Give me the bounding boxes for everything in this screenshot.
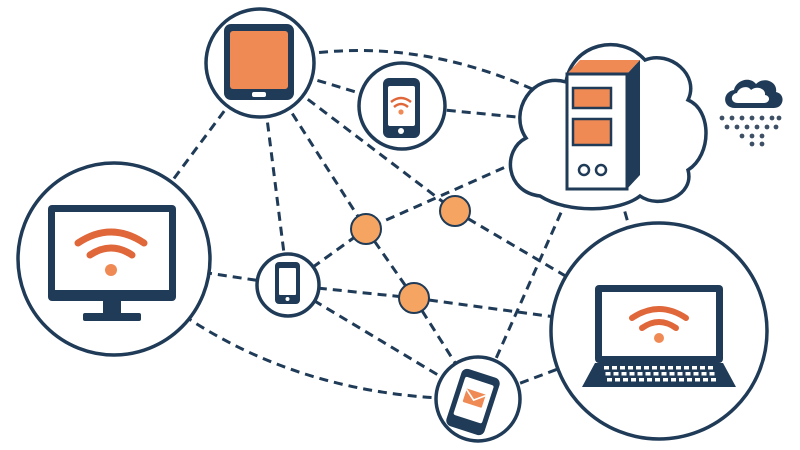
laptop-key — [645, 372, 651, 376]
laptop-key — [671, 378, 676, 382]
smartphone-mail-icon — [446, 368, 500, 436]
laptop-key — [655, 378, 660, 382]
connection-line-tablet-hub-upper-right — [259, 61, 456, 213]
server-node — [508, 43, 708, 211]
laptop-key — [637, 372, 643, 376]
rain-drop — [749, 133, 755, 139]
laptop-key — [692, 366, 697, 370]
laptop-key — [644, 366, 649, 370]
laptop-key — [628, 366, 633, 370]
connection-line-hub-lower-laptop — [413, 296, 660, 333]
rain-drop — [749, 141, 755, 147]
laptop-key — [629, 372, 635, 376]
rain-drop — [776, 115, 782, 121]
rain-drop — [734, 124, 740, 130]
laptop-key — [708, 366, 713, 370]
hub-node-upper-right — [439, 195, 471, 227]
laptop-key — [661, 372, 667, 376]
rain-drop — [729, 115, 735, 121]
laptop-key — [613, 372, 619, 376]
laptop-key — [685, 372, 691, 376]
laptop-node — [549, 221, 769, 441]
laptop-key — [677, 372, 683, 376]
rain-drop — [719, 115, 725, 121]
laptop-key — [709, 372, 715, 376]
laptop-key — [612, 366, 617, 370]
laptop-key — [615, 378, 620, 382]
rain-drop — [764, 124, 770, 130]
laptop-key — [631, 378, 636, 382]
laptop-key — [647, 378, 652, 382]
smartphone-icon — [275, 262, 300, 304]
cloud-rain-icon — [719, 79, 783, 147]
laptop-key — [669, 372, 675, 376]
laptop-key — [695, 378, 700, 382]
rain-drop — [744, 124, 750, 130]
tablet-node — [204, 7, 316, 119]
laptop-key — [636, 366, 641, 370]
connection-line-phone-bottom-server — [476, 124, 602, 400]
laptop-key — [660, 366, 665, 370]
hub-node-lower — [398, 282, 430, 314]
monitor-node — [16, 161, 212, 357]
rain-drop — [769, 115, 775, 121]
laptop-key — [679, 378, 684, 382]
laptop-key — [687, 378, 692, 382]
rain-drop — [759, 141, 765, 147]
laptop-key — [711, 378, 716, 382]
rain-drop — [739, 133, 745, 139]
rain-drop — [739, 115, 745, 121]
server-tower-icon — [565, 60, 640, 191]
laptop-key — [607, 378, 612, 382]
laptop-key — [620, 366, 625, 370]
connection-line-hub-lower-phone-bottom — [412, 297, 480, 400]
hub-nodes — [350, 195, 471, 314]
rain-drop — [759, 115, 765, 121]
laptop-key — [703, 378, 708, 382]
tablet-icon — [224, 24, 294, 100]
laptop-key — [693, 372, 699, 376]
laptop-wifi-icon — [582, 285, 736, 387]
phone-middle-node — [255, 252, 321, 318]
rain-drop — [754, 124, 760, 130]
laptop-key — [701, 372, 707, 376]
hub-node-upper-left — [350, 213, 382, 245]
rain-drop — [749, 115, 755, 121]
laptop-key — [676, 366, 681, 370]
rain-drop — [773, 124, 779, 130]
smartphone-wifi-icon — [383, 78, 420, 138]
connection-line-server-hub-upper-left — [365, 123, 601, 231]
rain-drop — [724, 124, 730, 130]
phone-bottom-node — [434, 355, 522, 443]
laptop-key — [621, 372, 627, 376]
laptop-keyboard — [604, 366, 716, 382]
phone-top-node — [357, 61, 447, 151]
monitor-wifi-icon — [48, 205, 176, 321]
laptop-key — [684, 366, 689, 370]
laptop-key — [652, 366, 657, 370]
laptop-key — [668, 366, 673, 370]
rain-drop — [759, 133, 765, 139]
laptop-key — [663, 378, 668, 382]
laptop-key — [653, 372, 659, 376]
laptop-key — [700, 366, 705, 370]
laptop-key — [605, 372, 611, 376]
laptop-key — [604, 366, 609, 370]
rain-drops — [719, 115, 782, 147]
laptop-key — [623, 378, 628, 382]
laptop-key — [639, 378, 644, 382]
